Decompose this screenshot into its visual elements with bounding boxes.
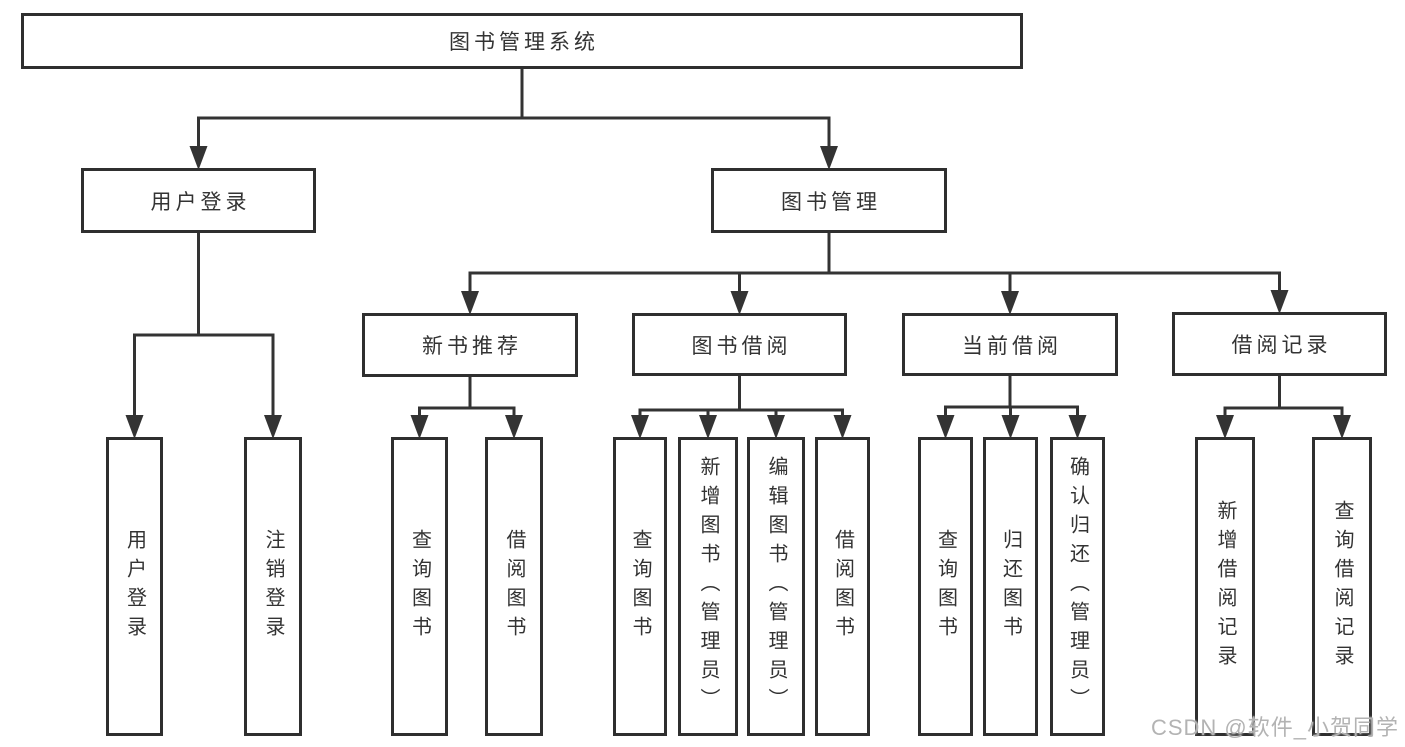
node-label: 查询图书	[934, 528, 957, 645]
node-label: 查询借阅记录	[1331, 499, 1353, 674]
node-label: 查询图书	[408, 528, 431, 645]
node-leaf-user-login: 用户登录	[106, 437, 163, 736]
arrow-down-icon	[461, 291, 479, 315]
arrow-down-icon	[1270, 290, 1289, 314]
node-current-borrow: 当前借阅	[902, 313, 1118, 376]
arrow-down-icon	[189, 146, 208, 170]
arrow-down-icon	[505, 415, 523, 439]
node-leaf-rec-borrow: 借阅图书	[485, 437, 543, 736]
node-label: 借阅图书	[503, 528, 525, 645]
node-leaf-br-query: 查询借阅记录	[1312, 437, 1372, 736]
arrow-down-icon	[1001, 415, 1020, 439]
arrow-down-icon	[1216, 415, 1234, 439]
node-new-rec: 新书推荐	[362, 313, 578, 377]
node-leaf-bb-query: 查询图书	[613, 437, 667, 736]
node-label: 用户登录	[150, 190, 251, 214]
node-label: 图书借阅	[691, 334, 792, 358]
arrow-down-icon	[833, 415, 852, 439]
node-label: 当前借阅	[962, 334, 1062, 358]
arrow-down-icon	[699, 415, 717, 439]
node-label: 归还图书	[999, 528, 1022, 645]
node-label: 查询图书	[629, 528, 651, 645]
node-label: 确认归还（管理员）	[1066, 456, 1089, 717]
node-label: 新增图书（管理员）	[697, 456, 719, 717]
node-label: 图书管理	[781, 190, 881, 214]
node-leaf-bb-borrow: 借阅图书	[815, 437, 870, 736]
node-root: 图书管理系统	[21, 13, 1023, 69]
node-label: 注销登录	[262, 528, 284, 645]
node-label: 新增借阅记录	[1214, 499, 1236, 674]
arrow-down-icon	[410, 415, 429, 439]
node-leaf-bb-edit: 编辑图书（管理员）	[747, 437, 805, 736]
node-label: 编辑图书（管理员）	[765, 456, 787, 717]
arrow-down-icon	[1333, 415, 1351, 439]
node-book-mgmt: 图书管理	[711, 168, 947, 233]
node-label: 新书推荐	[422, 335, 522, 358]
arrow-down-icon	[1068, 415, 1087, 439]
arrow-down-icon	[936, 415, 955, 439]
arrow-down-icon	[730, 291, 749, 315]
node-book-borrow: 图书借阅	[632, 313, 847, 376]
node-leaf-logout: 注销登录	[244, 437, 302, 736]
arrow-down-icon	[767, 415, 785, 439]
arrow-down-icon	[264, 415, 282, 439]
node-leaf-br-add: 新增借阅记录	[1195, 437, 1255, 736]
node-label: 用户登录	[123, 528, 146, 645]
node-label: 图书管理系统	[449, 31, 599, 54]
node-leaf-bb-add: 新增图书（管理员）	[678, 437, 738, 736]
node-user-login: 用户登录	[81, 168, 316, 233]
arrow-down-icon	[631, 415, 649, 439]
arrow-down-icon	[820, 146, 838, 170]
node-leaf-rec-query: 查询图书	[391, 437, 448, 736]
node-label: 借阅图书	[831, 528, 854, 645]
node-borrow-records: 借阅记录	[1172, 312, 1387, 376]
arrow-down-icon	[1001, 291, 1019, 315]
watermark: CSDN @软件_小贺同学	[1150, 715, 1399, 740]
node-leaf-cb-query: 查询图书	[918, 437, 973, 736]
arrow-down-icon	[125, 415, 144, 439]
node-leaf-cb-confirm: 确认归还（管理员）	[1050, 437, 1105, 736]
node-leaf-cb-return: 归还图书	[983, 437, 1038, 736]
node-label: 借阅记录	[1231, 334, 1332, 357]
